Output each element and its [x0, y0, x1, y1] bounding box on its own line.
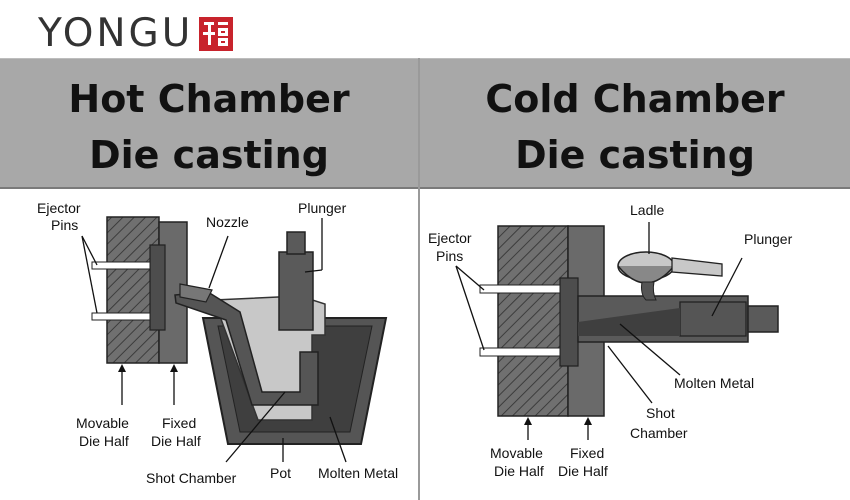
pour-stream	[641, 281, 657, 301]
label-fixed-1: Fixed	[162, 415, 196, 431]
brand-logo: YONGU	[38, 11, 234, 56]
gooseneck-channel	[174, 291, 319, 406]
die-cavity	[149, 244, 166, 331]
plunger-head	[679, 301, 747, 337]
logo-text: YONGU	[38, 11, 194, 56]
label-molten-metal: Molten Metal	[318, 465, 398, 481]
label-fixed-2: Die Half	[558, 463, 608, 479]
logo-seal-icon	[199, 17, 234, 51]
label-molten-metal: Molten Metal	[674, 375, 754, 391]
ejector-pin-bottom	[91, 312, 151, 321]
ejector-pin-top	[91, 261, 151, 270]
plunger-body	[278, 251, 314, 331]
hot-chamber-title: Hot Chamber Die casting	[0, 71, 418, 183]
label-shot-2: Chamber	[630, 425, 688, 441]
label-plunger: Plunger	[744, 231, 793, 247]
hot-title-line2: Die casting	[89, 133, 329, 177]
label-ejector-2: Pins	[51, 217, 78, 233]
label-movable-1: Movable	[76, 415, 129, 431]
cold-title-line1: Cold Chamber	[485, 77, 785, 121]
label-movable-1: Movable	[490, 445, 543, 461]
label-movable-2: Die Half	[494, 463, 544, 479]
molten-metal-in-chamber	[578, 308, 680, 336]
movable-die-half	[106, 216, 160, 364]
die-cavity	[559, 277, 579, 367]
label-ejector-2: Pins	[436, 248, 463, 264]
plunger-rod	[747, 305, 779, 333]
cold-chamber-title: Cold Chamber Die casting	[420, 71, 850, 183]
movable-die-half	[497, 225, 569, 417]
label-fixed-1: Fixed	[570, 445, 604, 461]
label-fixed-2: Die Half	[151, 433, 201, 449]
cold-title-line2: Die casting	[515, 133, 755, 177]
label-movable-2: Die Half	[79, 433, 129, 449]
label-ejector-1: Ejector	[428, 230, 472, 246]
nozzle	[179, 283, 213, 303]
label-ladle: Ladle	[630, 202, 664, 218]
label-nozzle: Nozzle	[206, 214, 249, 230]
ladle-handle	[671, 257, 723, 277]
label-plunger: Plunger	[298, 200, 347, 216]
panel-divider	[418, 58, 420, 500]
header-band: Hot Chamber Die casting Cold Chamber Die…	[0, 58, 850, 189]
plunger-rod	[286, 231, 306, 255]
label-shot-chamber: Shot Chamber	[146, 470, 237, 486]
ejector-pin-bottom	[479, 347, 561, 357]
hot-chamber-diagram: Ejector Pins Nozzle Plunger Movable Die …	[37, 200, 398, 486]
label-shot-1: Shot	[646, 405, 675, 421]
label-ejector-1: Ejector	[37, 200, 81, 216]
ejector-pin-top	[479, 284, 561, 294]
cold-chamber-diagram: Ladle Ejector Pins Plunger Molten Metal …	[428, 202, 793, 479]
label-pot: Pot	[270, 465, 291, 481]
hot-title-line1: Hot Chamber	[68, 77, 350, 121]
